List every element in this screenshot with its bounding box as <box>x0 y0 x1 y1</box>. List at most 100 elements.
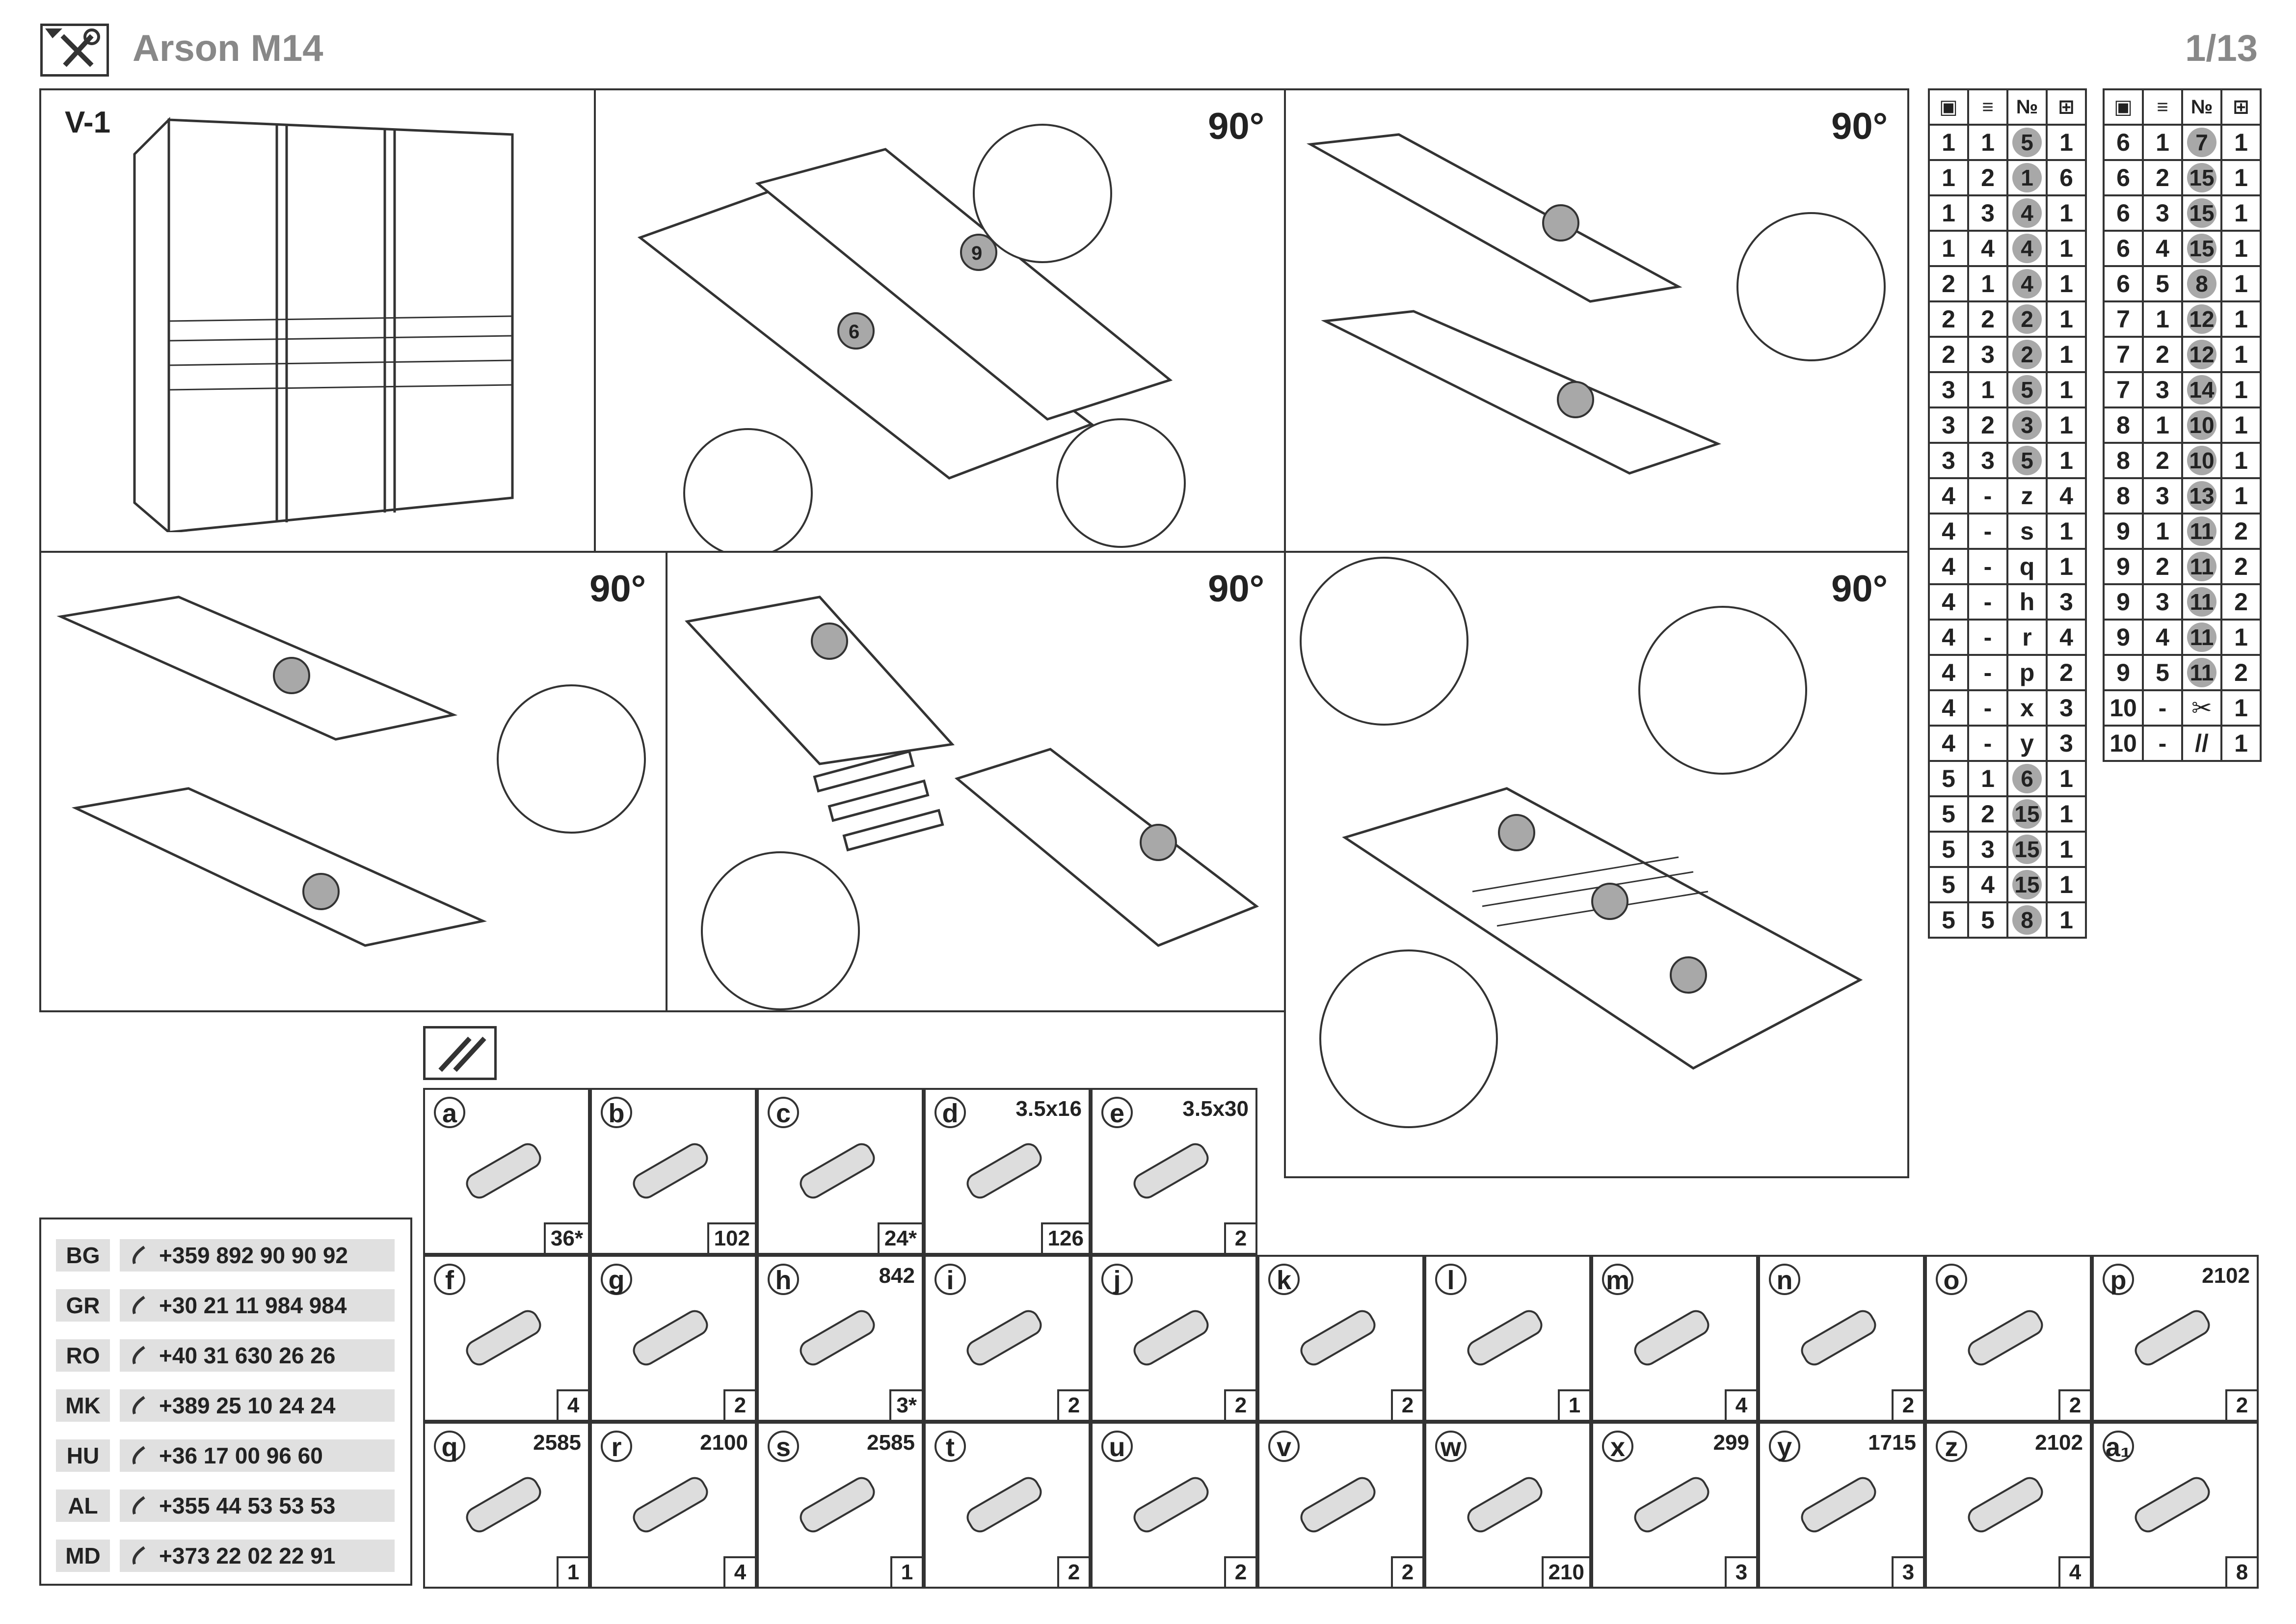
phone-number[interactable]: +355 44 53 53 53 <box>120 1489 395 1522</box>
parts-table-cell: 4 <box>1967 866 2008 903</box>
hardware-quantity: 1 <box>890 1556 922 1587</box>
parts-table-cell: 3 <box>1928 371 1969 408</box>
parts-table-cell: 3 <box>2046 725 2087 762</box>
hardware-size: 2585 <box>867 1431 915 1455</box>
panel-number-badge: 11 <box>2187 516 2216 546</box>
panel-number-badge: 15 <box>2187 234 2216 263</box>
hardware-quantity: 1 <box>1558 1389 1589 1420</box>
parts-table-cell: 4 <box>2006 230 2048 267</box>
panel-number-badge: 15 <box>2012 835 2042 864</box>
parts-table-cell: - <box>1967 548 2008 585</box>
phone-number[interactable]: +36 17 00 96 60 <box>120 1439 395 1472</box>
phone-icon <box>130 1444 151 1468</box>
hardware-quantity: 1 <box>557 1556 588 1587</box>
parts-table-cell: 5 <box>1928 795 1969 833</box>
parts-table-cell: 1 <box>2046 442 2087 479</box>
profile-s-icon <box>800 1477 875 1533</box>
parts-table-cell: 1 <box>2046 548 2087 585</box>
parts-table-cell: 1 <box>2046 194 2087 232</box>
phone-number[interactable]: +359 892 90 90 92 <box>120 1239 395 1272</box>
parts-table-cell: 1 <box>2142 124 2183 161</box>
panel-number-badge: 11 <box>2187 623 2216 652</box>
parts-table-cell: 8 <box>2006 901 2048 939</box>
phone-icon <box>130 1544 151 1569</box>
plate-k-icon <box>1300 1310 1376 1366</box>
phone-row: MK+389 25 10 24 24 <box>56 1389 400 1422</box>
parts-table-cell: s <box>2006 513 2048 550</box>
parts-table-cell: 1 <box>2046 265 2087 302</box>
parts-table-cell: - <box>1967 477 2008 514</box>
parts-table-cell: 6 <box>2103 230 2144 267</box>
parts-table-cell: 11 <box>2181 619 2222 656</box>
profiles-icon: // <box>2181 725 2222 762</box>
parts-table-cell: 11 <box>2181 654 2222 691</box>
hardware-quantity: 210 <box>1541 1556 1589 1587</box>
hardware-letter: z <box>1936 1431 1967 1462</box>
panel-number-badge: 11 <box>2187 658 2216 687</box>
parts-table-cell: 7 <box>2181 124 2222 161</box>
country-code: MD <box>56 1540 110 1572</box>
parts-table-cell: 4 <box>1928 477 1969 514</box>
phone-row: MD +373 22 02 22 91 <box>56 1540 400 1572</box>
parts-table-cell: 5 <box>2006 442 2048 479</box>
hardware-letter: m <box>1602 1264 1633 1295</box>
parts-table-cell: 2 <box>1967 795 2008 833</box>
phone-number[interactable]: +373 22 02 22 91 <box>120 1540 395 1572</box>
panel-assembly-10-12 <box>685 595 1259 1010</box>
parts-table-cell: 15 <box>2006 795 2048 833</box>
parts-table-cell: 1 <box>2220 300 2262 338</box>
phone-number[interactable]: +40 31 630 26 26 <box>120 1339 395 1372</box>
hardware-quantity: 2 <box>1057 1389 1089 1420</box>
parts-table-cell: 1 <box>1928 159 1969 196</box>
phone-number[interactable]: +389 25 10 24 24 <box>120 1389 395 1422</box>
parts-table-cell: 1 <box>2006 159 2048 196</box>
hardware-letter: n <box>1769 1264 1800 1295</box>
parts-table-cell: 4 <box>1967 230 2008 267</box>
profile-r-icon <box>633 1477 708 1533</box>
hardware-quantity: 2 <box>1224 1222 1255 1253</box>
panel-number-badge: 6 <box>2012 764 2042 793</box>
hardware-bag-icon <box>423 1026 497 1080</box>
hardware-size: 2585 <box>533 1431 581 1455</box>
profile-p-icon <box>2135 1310 2210 1366</box>
parts-table-cell: 4 <box>2046 477 2087 514</box>
parts-table-cell: 5 <box>1928 831 1969 868</box>
parts-table-cell: 8 <box>2103 406 2144 444</box>
hardware-letter: t <box>934 1431 966 1462</box>
phone-number[interactable]: +30 21 11 984 984 <box>120 1289 395 1322</box>
parts-table-cell: 4 <box>1928 583 1969 621</box>
square-washer-icon <box>633 1310 708 1366</box>
parts-table-cell: 3 <box>1967 442 2008 479</box>
wheel-bracket-icon <box>2135 1477 2210 1533</box>
hardware-letter: c <box>768 1097 799 1128</box>
panel-number-badge: 4 <box>2012 234 2042 263</box>
parts-table-cell: 4 <box>1928 548 1969 585</box>
parts-table-row: 10-✂1 <box>2103 689 2262 727</box>
parts-table-cell: 11 <box>2181 548 2222 585</box>
step-cell-panel-8: 90° <box>39 551 667 1012</box>
rotation-label: 90° <box>1208 106 1264 147</box>
parts-table-cell: 1 <box>2220 406 2262 444</box>
parts-table-cell: 15 <box>2181 194 2222 232</box>
parts-table-cell: 8 <box>2181 265 2222 302</box>
parts-table-cell: 3 <box>1967 831 2008 868</box>
hardware-quantity: 4 <box>1725 1389 1756 1420</box>
panel-label-9: 9 <box>971 243 983 264</box>
